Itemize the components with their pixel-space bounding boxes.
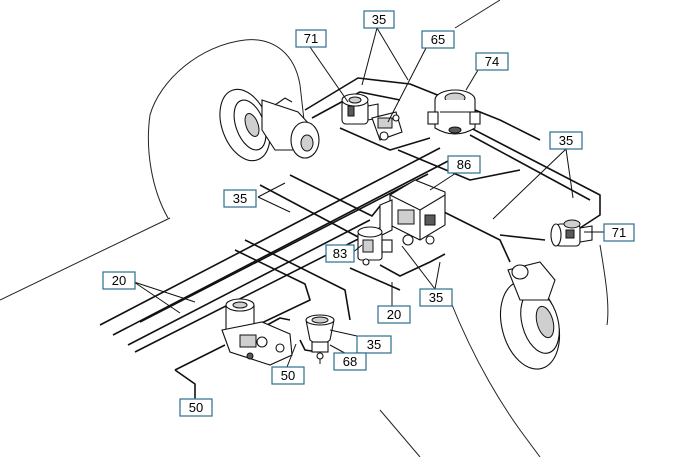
callout-65: 65 xyxy=(421,30,455,49)
callout-71-right: 71 xyxy=(603,223,635,242)
air-dryer-50 xyxy=(221,298,293,366)
callout-label: 35 xyxy=(559,133,573,148)
callout-35-left: 35 xyxy=(223,189,257,208)
callout-label: 50 xyxy=(281,368,295,383)
callout-20-left: 20 xyxy=(102,271,136,290)
valve-71-top xyxy=(341,93,379,125)
valve-83 xyxy=(357,226,393,266)
callout-label: 74 xyxy=(485,54,499,69)
callout-label: 50 xyxy=(189,400,203,415)
callout-label: 35 xyxy=(429,290,443,305)
callout-74: 74 xyxy=(475,52,509,71)
valve-74 xyxy=(427,89,481,135)
callout-label: 68 xyxy=(343,354,357,369)
callout-35-top: 35 xyxy=(363,10,395,29)
callout-83: 83 xyxy=(325,244,355,263)
callout-label: 65 xyxy=(431,32,445,47)
callout-label: 35 xyxy=(372,12,386,27)
rear-right-brake-disc xyxy=(500,261,560,370)
callout-label: 35 xyxy=(367,337,381,352)
callout-label: 20 xyxy=(387,307,401,322)
callout-35-mid: 35 xyxy=(419,288,453,307)
vehicle-body-outline xyxy=(0,0,609,457)
filter-68 xyxy=(305,314,335,364)
callout-68: 68 xyxy=(333,352,367,371)
callout-50-mid: 50 xyxy=(271,366,305,385)
valve-71-right xyxy=(550,219,593,247)
modulator-86 xyxy=(379,179,446,246)
callout-label: 71 xyxy=(304,31,318,46)
callout-label: 20 xyxy=(112,273,126,288)
callout-50-left: 50 xyxy=(179,398,213,417)
callout-35-right: 35 xyxy=(549,131,583,150)
callout-71-top: 71 xyxy=(295,29,327,48)
callout-86: 86 xyxy=(447,155,481,174)
callout-label: 86 xyxy=(457,157,471,172)
callout-label: 35 xyxy=(233,191,247,206)
brake-pipes xyxy=(99,77,601,398)
valve-65 xyxy=(371,111,403,141)
front-left-brake-disc xyxy=(219,88,320,162)
callout-20-mid: 20 xyxy=(377,305,411,324)
callout-label: 83 xyxy=(333,246,347,261)
callout-35-low: 35 xyxy=(356,335,392,354)
callout-label: 71 xyxy=(612,225,626,240)
